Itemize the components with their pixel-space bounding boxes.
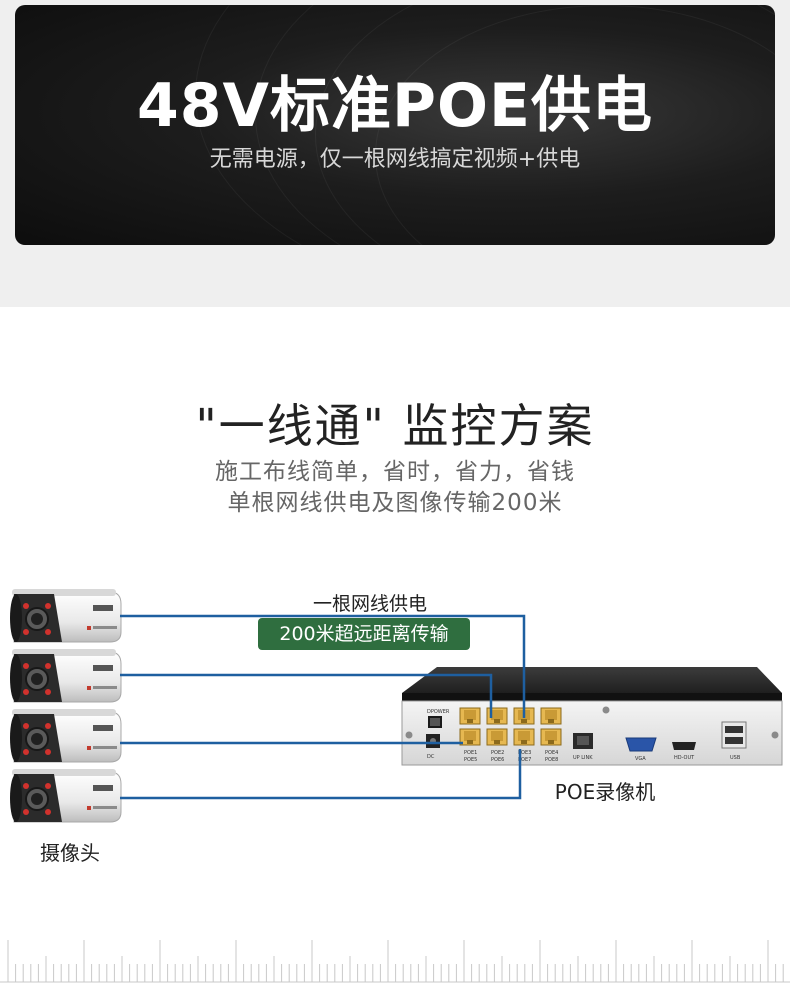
cable-camera-4 xyxy=(120,749,522,800)
cable-camera-1 xyxy=(120,614,526,718)
uplink-label: UP LINK xyxy=(573,755,593,761)
port-label-poe5: POE5 xyxy=(464,757,477,763)
poe-port-1 xyxy=(459,707,481,725)
poe-nvr: DPOWER DC POE1 POE2 POE3 POE4 POE5 POE6 … xyxy=(401,667,783,766)
camera-label: 摄像头 xyxy=(40,841,100,865)
camera-1 xyxy=(9,588,122,643)
banner-title: 48V标准POE供电 xyxy=(137,71,653,141)
port-label-poe8: POE8 xyxy=(545,757,558,763)
svg-text:DC: DC xyxy=(427,754,435,760)
banner-subtitle: 无需电源，仅一根网线搞定视频+供电 xyxy=(209,147,581,172)
port-label-poe1: POE1 xyxy=(464,750,477,756)
hdmi-port xyxy=(672,742,696,750)
usb-label: USB xyxy=(730,755,741,761)
vga-port xyxy=(625,737,657,752)
power-label: DPOWER xyxy=(427,709,450,715)
solution-benefits: 施工布线简单，省时，省力，省钱 xyxy=(215,459,575,485)
poe-port-8 xyxy=(540,728,562,746)
poe-banner: 48V标准POE供电 无需电源，仅一根网线搞定视频+供电 xyxy=(15,5,775,245)
usb-ports xyxy=(721,721,747,749)
ruler-decoration xyxy=(0,940,790,983)
camera-3 xyxy=(9,708,122,763)
vga-label: VGA xyxy=(635,756,646,762)
poe-port-7 xyxy=(513,728,535,746)
solution-transmission: 单根网线供电及图像传输200米 xyxy=(227,490,563,516)
single-cable-label: 一根网线供电 xyxy=(312,593,427,615)
port-label-poe3: POE3 xyxy=(518,750,531,756)
hdmi-label: HD-OUT xyxy=(674,755,695,761)
port-label-poe7: POE7 xyxy=(518,757,531,763)
port-label-poe2: POE2 xyxy=(491,750,504,756)
port-label-poe4: POE4 xyxy=(545,750,558,756)
nvr-label: POE录像机 xyxy=(554,780,656,804)
solution-heading: "一线通" 监控方案 xyxy=(195,399,595,453)
poe-port-6 xyxy=(486,728,508,746)
poe-port-4 xyxy=(540,707,562,725)
poe-connection-diagram: DPOWER DC POE1 POE2 POE3 POE4 POE5 POE6 … xyxy=(9,588,783,823)
camera-2 xyxy=(9,648,122,703)
distance-badge: 200米超远距离传输 xyxy=(258,618,470,650)
cable-camera-2 xyxy=(120,673,493,718)
port-label-poe6: POE6 xyxy=(491,757,504,763)
network-cables xyxy=(120,614,526,800)
camera-4 xyxy=(9,768,122,823)
